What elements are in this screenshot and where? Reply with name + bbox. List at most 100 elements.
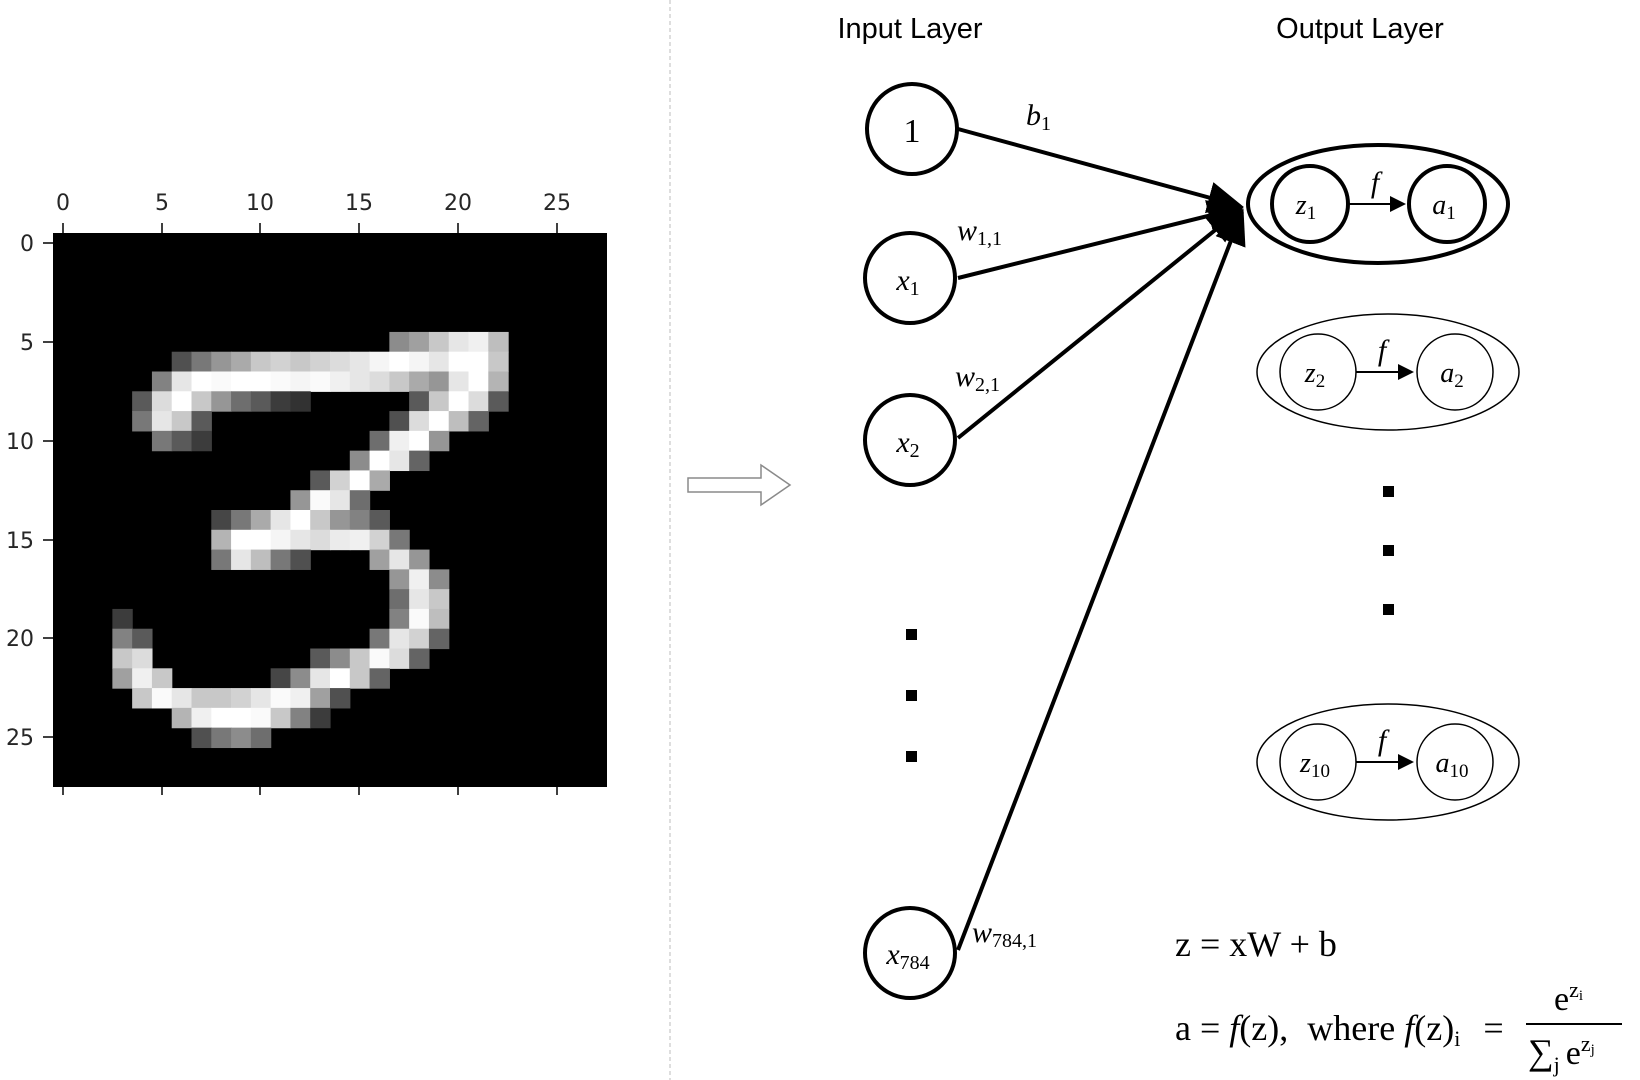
image-pixel <box>290 391 311 412</box>
image-pixel <box>349 648 371 669</box>
image-pixel <box>171 371 193 392</box>
den-e: e <box>1566 1035 1581 1072</box>
image-pixel <box>191 351 212 373</box>
num-e: e <box>1554 981 1569 1018</box>
image-pixel <box>369 529 390 551</box>
image-pixel <box>151 688 173 709</box>
image-pixel <box>250 351 272 373</box>
svg-text:z1: z1 <box>1295 190 1316 224</box>
image-pixel <box>211 688 232 709</box>
image-pixel <box>231 549 252 570</box>
den-j2: j <box>1590 1042 1595 1058</box>
edge-x784 <box>956 208 1246 951</box>
image-pixel <box>290 351 311 373</box>
image-pixel <box>250 688 272 709</box>
image-pixel <box>468 351 489 373</box>
svg-text:w784,1: w784,1 <box>972 916 1037 952</box>
edge-label-subscript: 1,1 <box>977 228 1002 250</box>
image-pixel <box>231 371 252 392</box>
image-pixel <box>488 371 509 392</box>
x-tick-marks <box>62 223 558 795</box>
image-pixel <box>231 707 252 729</box>
image-pixel <box>151 371 173 392</box>
input-node-label: x <box>895 264 910 297</box>
input-node-label: x <box>885 938 900 971</box>
image-pixel <box>389 549 410 570</box>
svg-text:a2: a2 <box>1440 358 1464 392</box>
equation-linear: z = xW + b <box>1175 924 1337 964</box>
image-pixel <box>151 411 173 432</box>
svg-text:x2: x2 <box>895 426 919 462</box>
image-pixel <box>171 351 193 373</box>
image-pixel <box>330 371 351 392</box>
output-ellipsis-dots <box>1383 486 1394 615</box>
image-pixel <box>211 371 232 392</box>
image-pixel <box>211 707 232 729</box>
image-pixel <box>349 450 371 472</box>
softmax-numerator: ezi <box>1554 977 1583 1018</box>
image-pixel <box>468 331 489 353</box>
output-layer-title: Output Layer <box>1276 13 1444 45</box>
input-node-x1: x1 <box>863 231 957 325</box>
den-z: z <box>1581 1031 1591 1056</box>
svg-text:w2,1: w2,1 <box>955 360 1000 396</box>
image-pixel <box>191 411 212 432</box>
z-node-label: z <box>1295 190 1307 221</box>
x-tick-label: 10 <box>246 191 274 216</box>
image-pixel <box>270 371 292 392</box>
image-pixel <box>270 529 292 551</box>
image-pixel <box>270 688 292 709</box>
image-pixel <box>349 510 371 531</box>
image-pixel <box>468 371 489 392</box>
image-pixel <box>211 391 232 412</box>
image-pixel <box>191 727 212 749</box>
image-pixel <box>151 668 173 689</box>
input-layer-title: Input Layer <box>837 13 982 45</box>
image-pixel <box>310 351 331 373</box>
image-pixel <box>171 411 193 432</box>
image-pixel <box>132 391 153 412</box>
image-pixel <box>389 371 410 392</box>
image-pixel <box>290 510 311 531</box>
image-pixel <box>132 688 153 709</box>
image-pixel <box>310 371 331 392</box>
input-node-x784: x784 <box>863 906 957 1000</box>
image-pixel <box>211 510 232 531</box>
image-pixel <box>389 331 410 353</box>
edge-label: w <box>957 214 977 247</box>
x-tick-label: 0 <box>56 191 70 216</box>
image-pixel <box>231 391 252 412</box>
image-pixel <box>448 391 470 412</box>
image-pixel <box>369 648 390 669</box>
den-sum-symbol: ∑ <box>1528 1032 1554 1072</box>
image-pixel <box>290 529 311 551</box>
image-pixel <box>310 510 331 531</box>
image-pixel <box>369 371 390 392</box>
x-tick-label: 25 <box>543 191 571 216</box>
image-pixel <box>290 371 311 392</box>
image-pixel <box>132 628 153 650</box>
image-pixel <box>389 589 410 610</box>
svg-text:w1,1: w1,1 <box>957 214 1002 250</box>
image-pixel <box>330 510 351 531</box>
z-node-label: z <box>1304 358 1316 389</box>
output-unit-10: f z10 a10 <box>1256 703 1520 821</box>
image-pixel <box>191 707 212 729</box>
image-pixel <box>231 727 252 749</box>
z-node-label: z <box>1299 748 1311 779</box>
image-pixel <box>250 371 272 392</box>
image-pixel <box>330 648 351 669</box>
image-pixel <box>409 608 430 630</box>
input-node-x2: x2 <box>863 393 957 487</box>
a-node-label: a <box>1440 358 1454 389</box>
image-pixel <box>310 648 331 669</box>
mnist-image-plot: 0 5 10 15 20 25 0 5 10 15 20 25 <box>6 191 607 795</box>
image-pixel <box>428 331 450 353</box>
image-pixel <box>310 668 331 689</box>
image-pixel <box>290 688 311 709</box>
z-node-subscript: 10 <box>1311 761 1330 782</box>
image-pixel <box>409 569 430 590</box>
image-pixel <box>389 430 410 452</box>
input-node-label: x <box>895 426 910 459</box>
a-node-label: a <box>1436 748 1450 779</box>
